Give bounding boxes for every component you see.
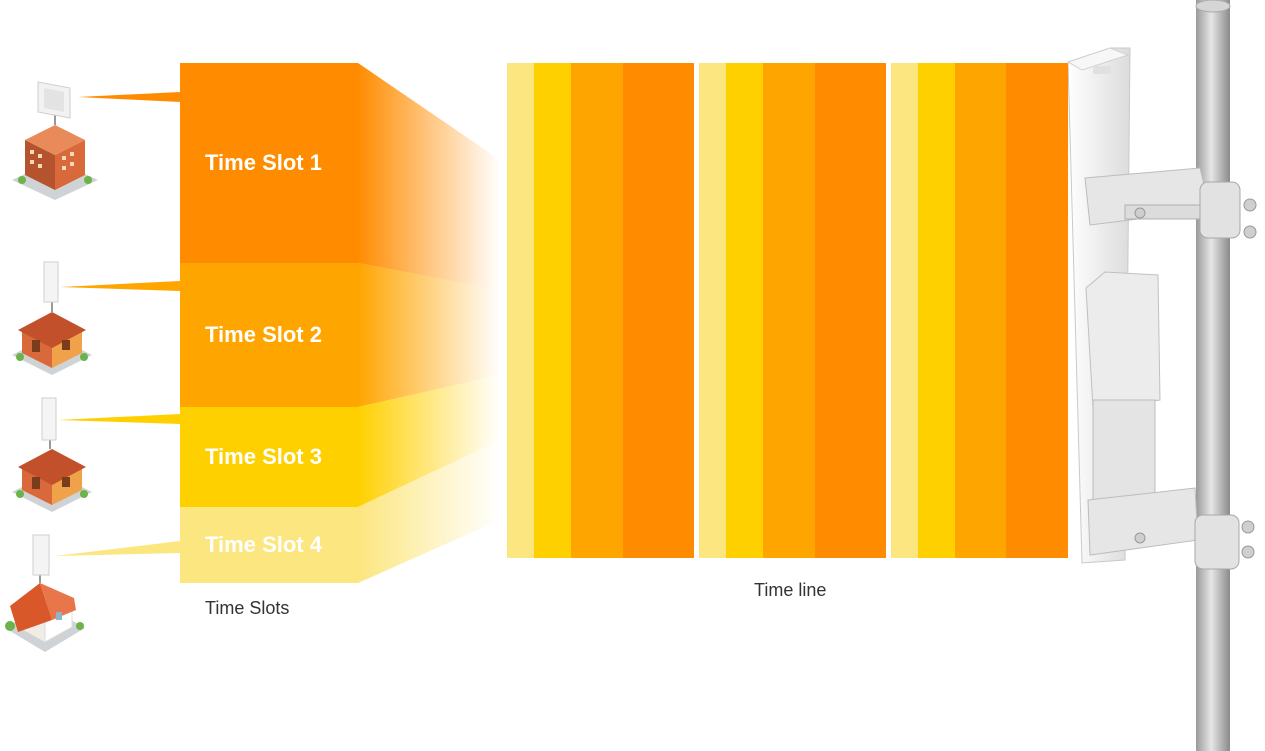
frame-segment-orange — [1006, 63, 1068, 558]
frame-segment-amber — [955, 63, 1006, 558]
house-icon — [12, 261, 92, 375]
time-slot-3: Time Slot 3 — [180, 407, 358, 507]
projection-band-4 — [358, 440, 500, 583]
time-slots-caption: Time Slots — [205, 598, 290, 618]
frame-segment-amber — [571, 63, 623, 558]
beam-1 — [78, 92, 180, 102]
frame-segment-amber — [763, 63, 815, 558]
timeline-frame-2 — [699, 63, 886, 558]
cottage-icon — [5, 534, 85, 652]
frame-segment-orange — [815, 63, 886, 558]
frame-segment-yellow — [918, 63, 955, 558]
beam-4 — [55, 541, 180, 556]
time-slot-1: Time Slot 1 — [180, 63, 358, 263]
frame-segment-yellow — [534, 63, 571, 558]
time-line-caption: Time line — [754, 580, 827, 600]
time-slot-1-label: Time Slot 1 — [205, 150, 322, 175]
time-slot-4: Time Slot 4 — [180, 507, 358, 583]
projection-band-1 — [358, 63, 500, 290]
frame-segment-pale-yellow — [891, 63, 918, 558]
house-icon — [12, 397, 92, 512]
frame-segment-pale-yellow — [699, 63, 726, 558]
frame-segment-yellow — [726, 63, 763, 558]
projection-band-2 — [358, 263, 500, 407]
time-slot-3-label: Time Slot 3 — [205, 444, 322, 469]
office-building-icon — [12, 81, 98, 200]
beam-3 — [58, 414, 180, 424]
time-slot-4-label: Time Slot 4 — [205, 532, 322, 557]
base-station-antenna-icon — [1066, 0, 1257, 751]
timeline-frame-1 — [507, 63, 694, 558]
frame-segment-orange — [623, 63, 694, 558]
time-slot-2: Time Slot 2 — [180, 263, 358, 407]
beam-2 — [60, 281, 180, 291]
projection-band-3 — [358, 375, 500, 507]
frame-segment-pale-yellow — [507, 63, 534, 558]
timeline-frame-3 — [891, 63, 1068, 558]
time-slot-2-label: Time Slot 2 — [205, 322, 322, 347]
